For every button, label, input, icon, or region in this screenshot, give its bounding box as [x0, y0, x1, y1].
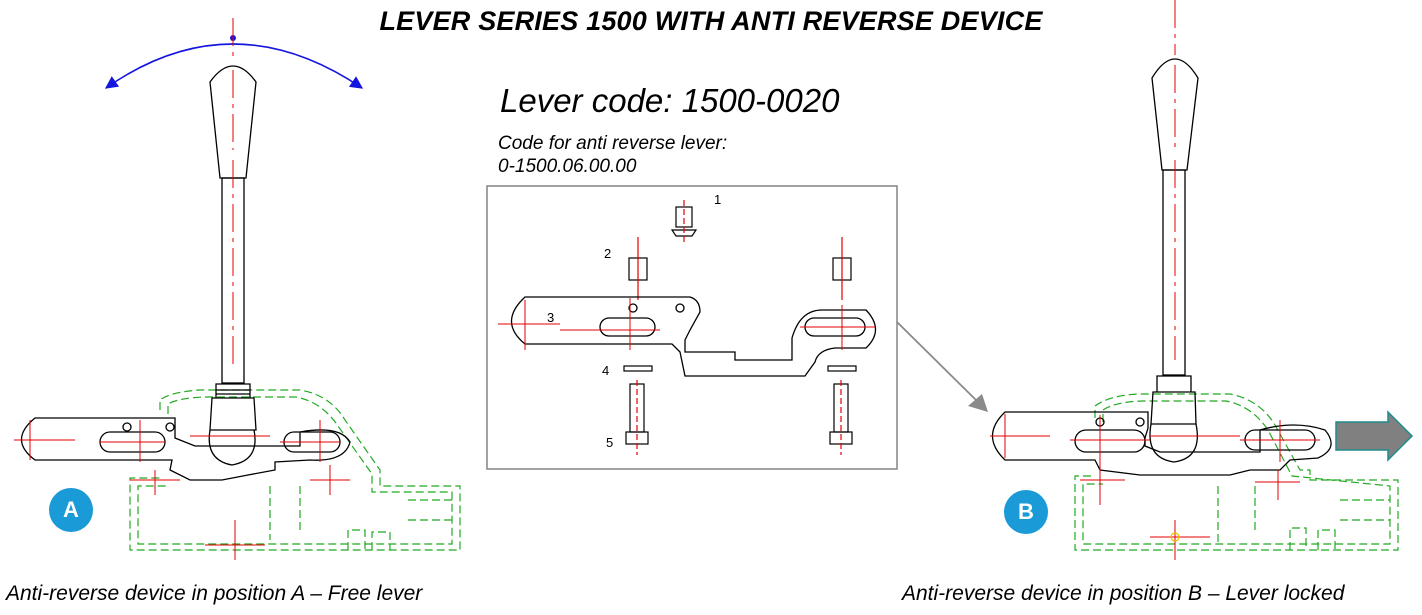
lever-handle-b	[1149, 58, 1199, 463]
exploded-view-box: 1 2 3 4 5	[486, 185, 898, 470]
pin-marker	[1170, 532, 1180, 542]
centerlines-a	[14, 18, 350, 560]
lever-code: Lever code: 1500-0020	[500, 82, 840, 119]
housing-hidden-lines	[129, 389, 461, 551]
part-number-1: 1	[714, 192, 721, 207]
centerlines-b	[990, 0, 1320, 560]
position-a-caption: Anti-reverse device in position A – Free…	[6, 582, 423, 605]
part-number-3: 3	[547, 310, 554, 325]
assembly-position-a	[14, 18, 461, 560]
part-3-centerlines	[498, 298, 875, 350]
part-4-washers	[623, 365, 857, 372]
part-number-4: 4	[602, 363, 609, 378]
position-b-badge: B	[1004, 490, 1048, 534]
anti-reverse-code-label: Code for anti reverse lever:	[498, 133, 728, 154]
push-arrow	[1335, 410, 1414, 462]
anti-reverse-code-value: 0-1500.06.00.00	[498, 156, 637, 177]
part-number-2: 2	[604, 246, 611, 261]
leader-arrow	[896, 321, 988, 412]
part-number-5: 5	[606, 435, 613, 450]
part-2-spacers	[628, 237, 852, 300]
page-title: LEVER SERIES 1500 WITH ANTI REVERSE DEVI…	[379, 6, 1043, 36]
part-3-plate	[510, 296, 877, 377]
position-b-caption: Anti-reverse device in position B – Leve…	[902, 582, 1345, 605]
housing-hidden-lines-b	[1074, 393, 1399, 551]
assembly-position-b	[990, 0, 1414, 560]
part-1-screw	[670, 200, 698, 245]
position-a-badge: A	[49, 488, 93, 532]
part-5-bolts	[625, 380, 853, 455]
anti-reverse-plate-a	[20, 417, 351, 481]
